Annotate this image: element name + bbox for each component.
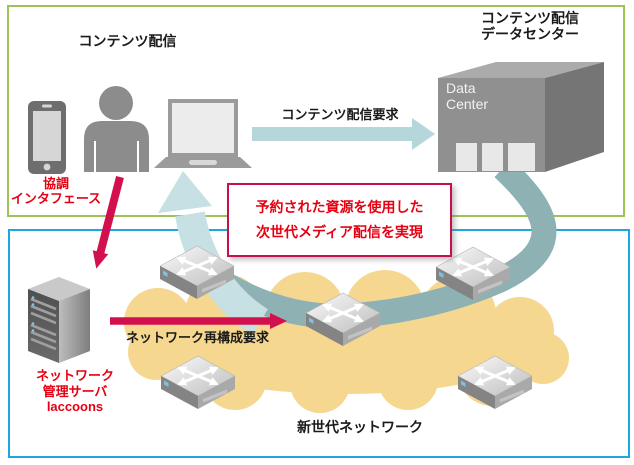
server-label-line1: ネットワーク xyxy=(35,368,114,383)
datacenter-label-line2: データセンター xyxy=(481,26,579,42)
datacenter-label: コンテンツ配信 データセンター xyxy=(450,10,610,42)
datacenter-icon xyxy=(438,62,604,172)
interface-label-line1: 協調 xyxy=(42,176,69,191)
delivery-request-arrow xyxy=(252,118,435,150)
cooperative-interface-label: 協調 インタフェース xyxy=(0,176,112,206)
content-delivery-title: コンテンツ配信 xyxy=(78,33,177,49)
reconfig-request-label: ネットワーク再構成要求 xyxy=(125,330,269,345)
server-label-line3: laccoons xyxy=(46,399,104,414)
datacenter-box-line2: Center xyxy=(446,96,489,112)
datacenter-box-line1: Data xyxy=(446,80,476,96)
datacenter-label-line1: コンテンツ配信 xyxy=(481,10,579,26)
callout-box: 予約された資源を使用した 次世代メディア配信を実現 xyxy=(227,183,452,257)
callout-line2: 次世代メディア配信を実現 xyxy=(255,224,424,240)
new-generation-network-label: 新世代ネットワーク xyxy=(297,419,423,435)
server-label-line2: 管理サーバ xyxy=(42,383,108,399)
reserved-path-band xyxy=(176,158,557,329)
interface-label-line2: インタフェース xyxy=(10,191,102,206)
interface-arrow xyxy=(92,175,124,269)
delivery-request-label: コンテンツ配信要求 xyxy=(281,107,399,122)
network-management-server-label: ネットワーク 管理サーバ laccoons xyxy=(8,368,142,415)
datacenter-box-label: Data Center xyxy=(446,80,541,112)
smartphone-icon xyxy=(28,101,66,174)
laptop-icon xyxy=(154,99,252,168)
callout-line1: 予約された資源を使用した xyxy=(255,199,424,215)
person-icon xyxy=(84,86,149,172)
server-icon xyxy=(28,277,90,363)
